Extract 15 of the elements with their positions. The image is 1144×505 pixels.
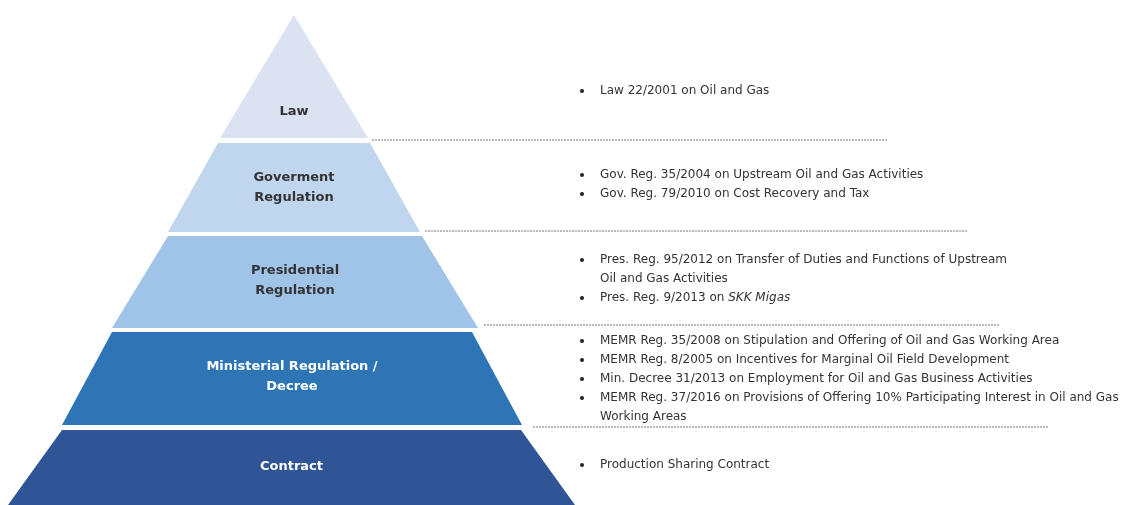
list-text: Gov. Reg. 35/2004 on Upstream Oil and Gas Activities: [600, 166, 925, 183]
list-text: MEMR Reg. 8/2005 on Incentives for Marginal Oil Field Development: [600, 351, 1010, 368]
list-text: Pres. Reg. 95/2012 on Transfer of Duties and Functions of Upstream Oil and Gas Activities: [600, 251, 1008, 287]
tier-label: Presidential Regulation: [249, 261, 341, 299]
list-text: Pres. Reg. 9/2013 on SKK Migas: [600, 289, 792, 306]
tier-label: Goverment Regulation: [252, 168, 336, 206]
list-text: Min. Decree 31/2013 on Employment for Oil and Gas Business Activities: [600, 370, 1034, 387]
tier-label: Contract: [258, 457, 324, 475]
list-text: MEMR Reg. 35/2008 on Stipulation and Offering of Oil and Gas Working Area: [600, 332, 1061, 349]
list-text: Law 22/2001 on Oil and Gas: [600, 82, 771, 99]
list-text: Gov. Reg. 79/2010 on Cost Recovery and Tax: [600, 185, 871, 202]
list-text: MEMR Reg. 37/2016 on Provisions of Offering 10% Participating Interest in Oil and Gas Working Areas: [600, 389, 1120, 425]
list-text: Production Sharing Contract: [600, 456, 771, 473]
tier-label: Law: [278, 102, 310, 120]
tier-label: Ministerial Regulation / Decree: [205, 357, 379, 395]
